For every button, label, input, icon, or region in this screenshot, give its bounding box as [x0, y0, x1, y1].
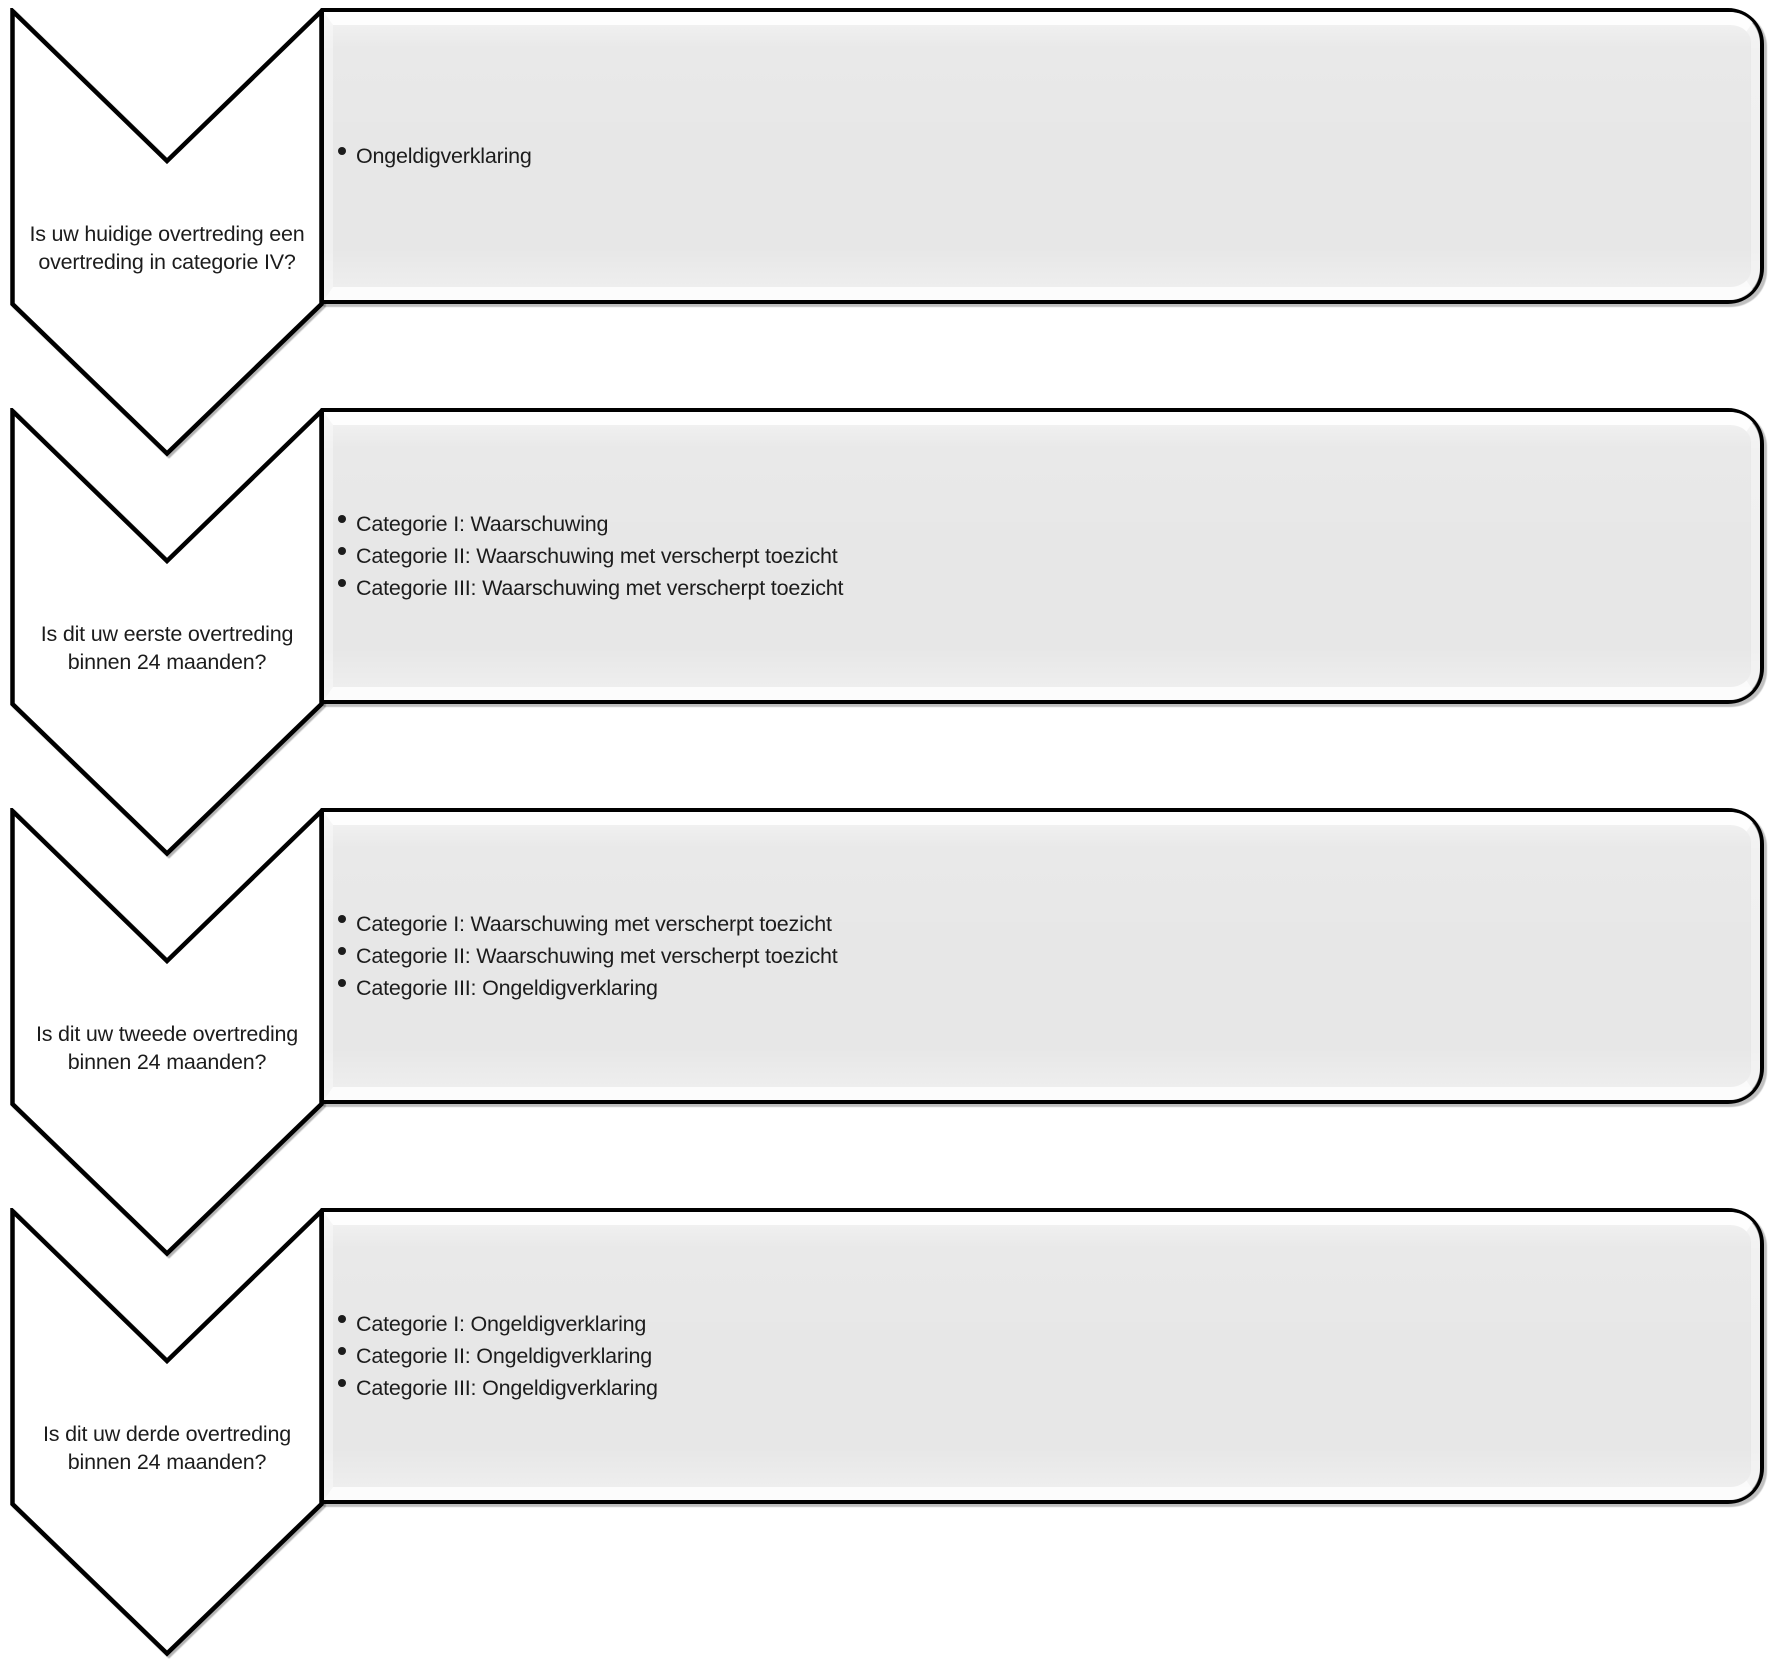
- bullet-icon: [338, 947, 346, 955]
- outcome-text: Categorie I: Waarschuwing met verscherpt…: [356, 912, 832, 936]
- outcome-text: Categorie III: Waarschuwing met verscher…: [356, 576, 844, 600]
- chevron-down-arrow-3: [10, 808, 324, 1257]
- bullet-icon: [338, 547, 346, 555]
- outcome-list: Categorie I: Ongeldigverklaring Categori…: [338, 1226, 1730, 1486]
- outcome-item: Categorie III: Waarschuwing met verscher…: [338, 572, 1730, 604]
- outcome-box-1: Ongeldigverklaring: [320, 8, 1764, 304]
- bullet-icon: [338, 515, 346, 523]
- bullet-icon: [338, 1315, 346, 1323]
- chevron-down-arrow-1: [10, 8, 324, 457]
- bullet-icon: [338, 915, 346, 923]
- bullet-icon: [338, 579, 346, 587]
- outcome-list: Ongeldigverklaring: [338, 26, 1730, 286]
- outcome-item: Categorie II: Waarschuwing met verscherp…: [338, 540, 1730, 572]
- outcome-text: Categorie II: Waarschuwing met verscherp…: [356, 944, 838, 968]
- outcome-item: Categorie I: Waarschuwing: [338, 508, 1730, 540]
- step-row-2: Is dit uw eerste overtreding binnen 24 m…: [0, 408, 1772, 857]
- outcome-box-4: Categorie I: Ongeldigverklaring Categori…: [320, 1208, 1764, 1504]
- outcome-text: Categorie III: Ongeldigverklaring: [356, 976, 658, 1000]
- step-row-1: Is uw huidige overtreding een overtredin…: [0, 8, 1772, 457]
- outcome-item: Categorie II: Waarschuwing met verscherp…: [338, 940, 1730, 972]
- chevron-down-arrow-4: [10, 1208, 324, 1657]
- outcome-box-2: Categorie I: Waarschuwing Categorie II: …: [320, 408, 1764, 704]
- bullet-icon: [338, 147, 346, 155]
- step-row-3: Is dit uw tweede overtreding binnen 24 m…: [0, 808, 1772, 1257]
- bullet-icon: [338, 1379, 346, 1387]
- step-question: Is dit uw derde overtreding binnen 24 ma…: [43, 1422, 291, 1474]
- outcome-text: Categorie III: Ongeldigverklaring: [356, 1376, 658, 1400]
- outcome-item: Categorie II: Ongeldigverklaring: [338, 1340, 1730, 1372]
- outcome-item: Categorie III: Ongeldigverklaring: [338, 1372, 1730, 1404]
- outcome-box-3: Categorie I: Waarschuwing met verscherpt…: [320, 808, 1764, 1104]
- outcome-item: Ongeldigverklaring: [338, 140, 1730, 172]
- step-question: Is dit uw eerste overtreding binnen 24 m…: [40, 622, 294, 674]
- outcome-text: Categorie II: Ongeldigverklaring: [356, 1344, 652, 1368]
- outcome-list: Categorie I: Waarschuwing met verscherpt…: [338, 826, 1730, 1086]
- outcome-item: Categorie III: Ongeldigverklaring: [338, 972, 1730, 1004]
- bullet-icon: [338, 979, 346, 987]
- outcome-item: Categorie I: Ongeldigverklaring: [338, 1308, 1730, 1340]
- outcome-text: Categorie I: Ongeldigverklaring: [356, 1312, 647, 1336]
- step-row-4: Is dit uw derde overtreding binnen 24 ma…: [0, 1208, 1772, 1657]
- outcome-text: Categorie I: Waarschuwing: [356, 512, 609, 536]
- chevron-down-arrow-2: [10, 408, 324, 857]
- outcome-list: Categorie I: Waarschuwing Categorie II: …: [338, 426, 1730, 686]
- outcome-text: Categorie II: Waarschuwing met verscherp…: [356, 544, 838, 568]
- outcome-text: Ongeldigverklaring: [356, 144, 532, 168]
- outcome-item: Categorie I: Waarschuwing met verscherpt…: [338, 908, 1730, 940]
- step-question: Is uw huidige overtreding een overtredin…: [29, 222, 305, 274]
- step-question: Is dit uw tweede overtreding binnen 24 m…: [35, 1022, 299, 1074]
- bullet-icon: [338, 1347, 346, 1355]
